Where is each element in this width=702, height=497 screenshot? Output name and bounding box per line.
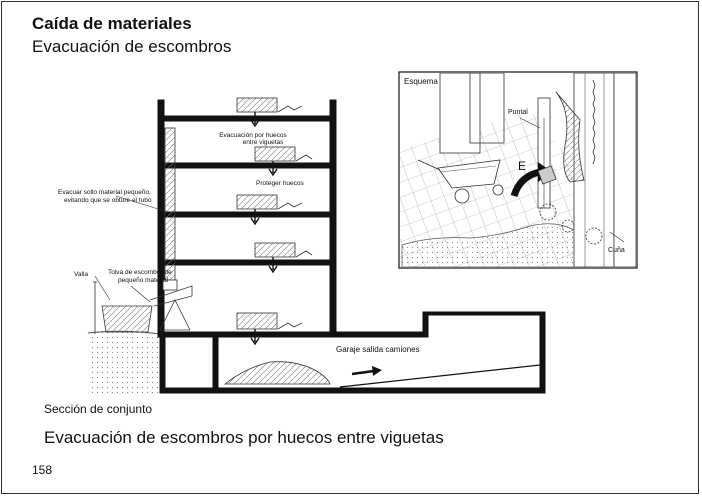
building-structure (157, 99, 546, 394)
fence-and-hopper (93, 281, 193, 334)
inset-label-e: E (518, 159, 526, 173)
caption-main: Evacuación de escombros por huecos entre… (44, 428, 444, 447)
inset-label-puntal: Puntal (508, 109, 528, 116)
page-number: 158 (32, 463, 53, 477)
opening-floor-5 (236, 97, 303, 128)
ramp-line (339, 364, 541, 388)
inset-label-cuna: Cuña (608, 247, 625, 254)
truck-exit-arrow (351, 366, 382, 376)
label-garaje: Garaje salida camiones (336, 345, 420, 354)
label-evacuar-1: Evacuar sollo material pequeño, (58, 189, 151, 196)
inset-label-esquema: Esquema (404, 77, 438, 86)
label-proteger: Proteger huecos (256, 180, 304, 187)
label-evac-huecos-1: Evacuación por huecos (219, 132, 287, 139)
ground (87, 330, 161, 396)
rubble-pile (223, 361, 331, 385)
opening-floor-4 (254, 146, 313, 177)
label-valla: Valla (74, 271, 88, 278)
hopper-chute (149, 285, 193, 307)
opening-floor-1 (236, 312, 303, 346)
page-subtitle: Evacuación de escombros (32, 37, 232, 56)
opening-floor-2 (254, 242, 313, 274)
hopper-stand (159, 299, 191, 331)
label-evacuar-2: evitando que se obture el tubo (64, 197, 152, 204)
opening-floor-3 (236, 194, 303, 226)
skip-container (101, 305, 153, 333)
caption-section: Sección de conjunto (44, 402, 153, 416)
label-evac-huecos-2: entre viguetas (243, 139, 285, 146)
rubble-chute (162, 127, 178, 291)
page-title: Caída de materiales (32, 14, 192, 33)
inset-detail (398, 71, 638, 269)
leader-lines (94, 195, 169, 303)
floor-openings (236, 97, 313, 346)
label-tolva-2: pequeño material (118, 277, 169, 284)
label-tolva-1: Tolva de escombro de (108, 269, 172, 276)
